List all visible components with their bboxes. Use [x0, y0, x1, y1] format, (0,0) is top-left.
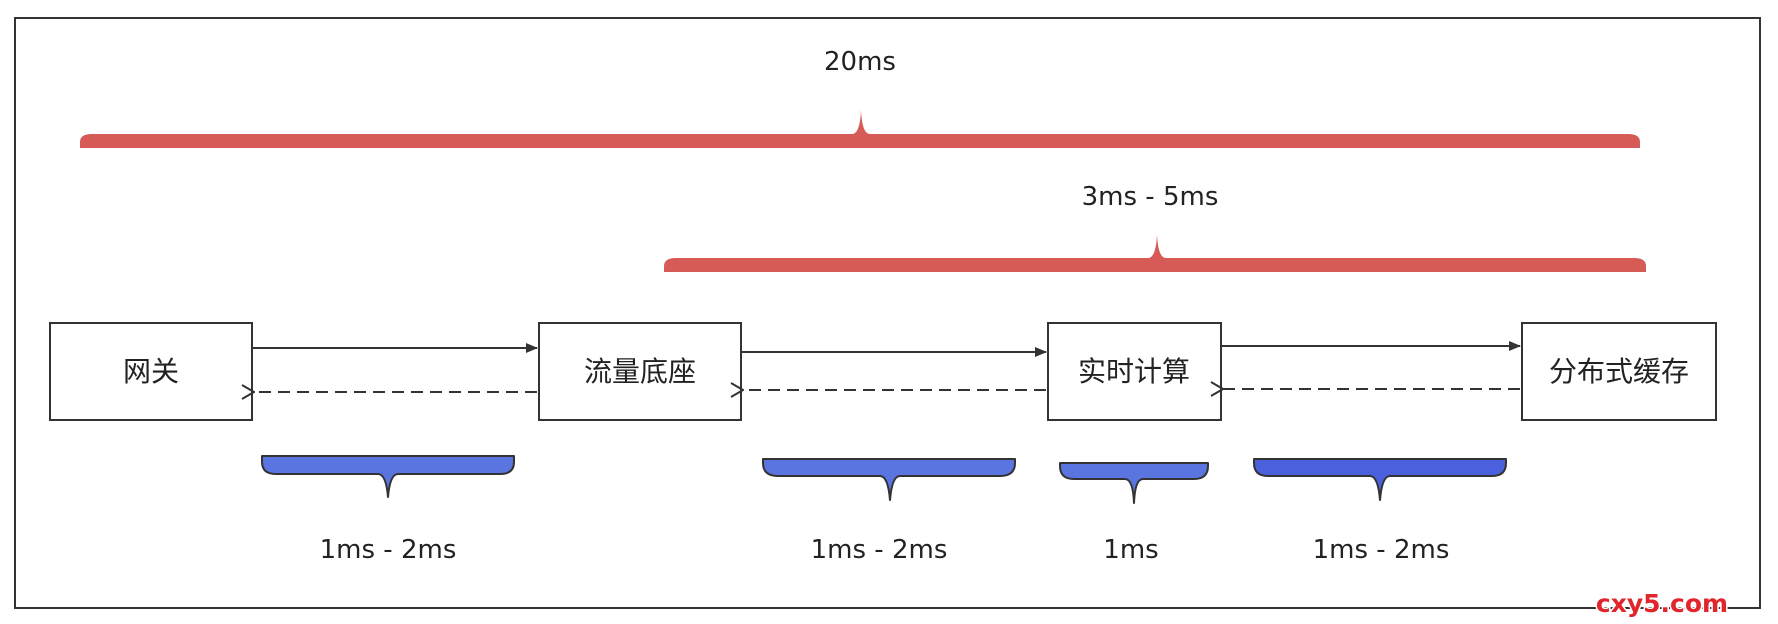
segment-brace-realtime: [1059, 462, 1209, 504]
segment-brace-realtime-cache: [1253, 458, 1507, 501]
total-span-label: 20ms: [824, 47, 896, 77]
node-distributed-cache[interactable]: 分布式缓存: [1521, 322, 1717, 421]
node-traffic-base[interactable]: 流量底座: [538, 322, 742, 421]
node-realtime-compute-label: 实时计算: [1078, 355, 1190, 388]
segment-brace-gateway-traffic: [261, 455, 515, 498]
segment-label-realtime-cache: 1ms - 2ms: [1313, 535, 1450, 565]
segment-brace-traffic-realtime: [762, 458, 1016, 501]
node-distributed-cache-label: 分布式缓存: [1549, 355, 1689, 388]
segment-label-gateway-traffic: 1ms - 2ms: [320, 535, 457, 565]
node-gateway-label: 网关: [123, 355, 179, 388]
node-gateway[interactable]: 网关: [49, 322, 253, 421]
total-span-brace: [80, 110, 1640, 148]
inner-span-brace: [664, 234, 1646, 272]
segment-label-realtime: 1ms: [1103, 535, 1158, 565]
inner-span-label: 3ms - 5ms: [1082, 182, 1219, 212]
node-realtime-compute[interactable]: 实时计算: [1047, 322, 1222, 421]
node-traffic-base-label: 流量底座: [584, 355, 696, 388]
diagram-frame: [14, 17, 1761, 609]
watermark: cxy5.com: [1596, 589, 1728, 618]
segment-label-traffic-realtime: 1ms - 2ms: [811, 535, 948, 565]
